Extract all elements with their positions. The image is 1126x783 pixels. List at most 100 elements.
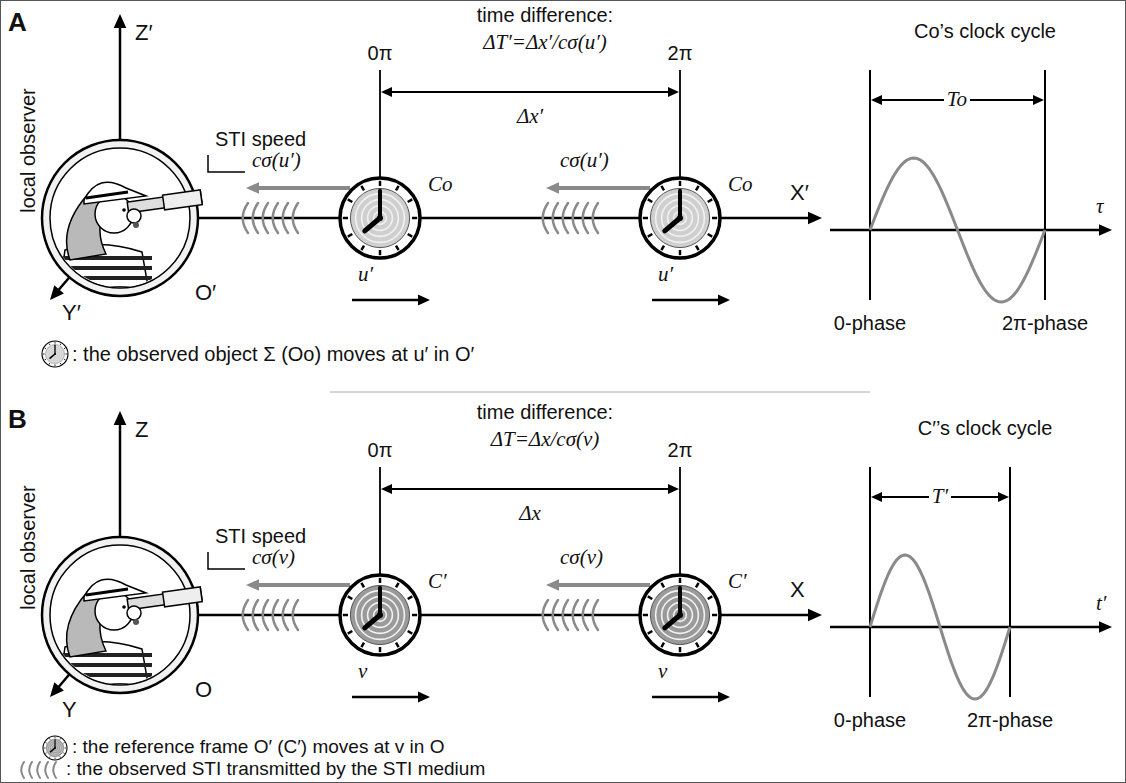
observer-label: local observer bbox=[17, 485, 40, 610]
math-label: v bbox=[358, 659, 367, 683]
axis-label: Z bbox=[135, 417, 148, 442]
sti-wave bbox=[293, 600, 298, 630]
x-axis bbox=[808, 212, 822, 225]
phase-tick bbox=[679, 467, 681, 575]
sti-wave bbox=[553, 203, 558, 233]
clock-cycle-wave bbox=[870, 158, 1045, 302]
math-label: v bbox=[658, 659, 667, 683]
time-axis bbox=[1099, 621, 1112, 633]
velocity-arrow bbox=[352, 696, 420, 699]
sti-wave bbox=[273, 203, 278, 233]
sti-wave bbox=[253, 600, 258, 630]
sti-wave bbox=[583, 203, 588, 233]
annotation-text: 0-phase bbox=[834, 312, 906, 335]
sti-wave bbox=[263, 203, 268, 233]
annotation-text: 0-phase bbox=[834, 709, 906, 732]
sti-wave bbox=[263, 600, 268, 630]
annotation-text: Co’s clock cycle bbox=[914, 20, 1056, 43]
phase-marker bbox=[869, 467, 871, 697]
panel-separator bbox=[330, 392, 870, 393]
sti-wave bbox=[553, 600, 558, 630]
annotation-text: 2π-phase bbox=[1002, 312, 1088, 335]
sti-speed-arrow bbox=[546, 579, 559, 591]
math-label: cσ(u′) bbox=[252, 148, 301, 172]
math-label: cσ(u′) bbox=[560, 148, 609, 172]
observer-figure bbox=[42, 537, 202, 695]
period-dimension bbox=[871, 95, 882, 105]
axis-label: O bbox=[195, 677, 212, 702]
sti-wave bbox=[583, 600, 588, 630]
sti-wave bbox=[283, 600, 288, 630]
legend-wave-icon bbox=[53, 762, 56, 778]
math-label: Co bbox=[728, 172, 753, 196]
annotation-text: 0π bbox=[368, 439, 393, 462]
sti-wave bbox=[573, 600, 578, 630]
velocity-arrow bbox=[418, 692, 430, 703]
observer-figure bbox=[42, 140, 202, 298]
distance-dimension bbox=[668, 87, 679, 97]
leader-bracket bbox=[208, 155, 245, 172]
annotation-text: 2π bbox=[668, 439, 693, 462]
velocity-arrow bbox=[652, 299, 720, 302]
sti-speed-arrow bbox=[556, 186, 650, 190]
math-label: τ bbox=[1096, 194, 1104, 218]
sti-speed-arrow bbox=[246, 579, 259, 591]
phase-marker bbox=[869, 70, 871, 300]
sti-wave bbox=[283, 203, 288, 233]
sti-speed-arrow bbox=[246, 182, 259, 194]
velocity-arrow bbox=[718, 295, 730, 306]
clock-symbol bbox=[340, 575, 420, 655]
annotation-text: 2π-phase bbox=[967, 709, 1053, 732]
velocity-arrow bbox=[352, 299, 420, 302]
sti-wave bbox=[273, 600, 278, 630]
time-axis bbox=[1099, 224, 1112, 236]
z-axis bbox=[114, 14, 127, 28]
math-label: Co bbox=[428, 172, 453, 196]
annotation-text: STI speed bbox=[215, 128, 306, 151]
clock-symbol bbox=[340, 178, 420, 258]
math-label: T′ bbox=[929, 484, 951, 508]
panel-letter: B bbox=[8, 405, 27, 435]
observer-label: local observer bbox=[17, 88, 40, 213]
phase-marker bbox=[1044, 70, 1046, 300]
sti-wave bbox=[243, 203, 248, 233]
panel-letter: A bbox=[8, 8, 27, 38]
math-label: cσ(v) bbox=[560, 545, 603, 569]
math-label: C′ bbox=[428, 569, 447, 593]
clock-cycle-wave bbox=[870, 555, 1010, 699]
distance-dimension bbox=[530, 91, 670, 93]
math-label: Δx′ bbox=[517, 104, 543, 128]
y-axis bbox=[50, 682, 64, 697]
annotation-text: 2π bbox=[668, 42, 693, 65]
math-label: t′ bbox=[1096, 591, 1106, 615]
sti-speed-arrow bbox=[546, 182, 559, 194]
distance-dimension bbox=[381, 87, 392, 97]
legend-wave-icon bbox=[37, 762, 40, 778]
panel-art bbox=[42, 411, 1112, 702]
math-label: ΔT=Δx/cσ(v) bbox=[491, 427, 600, 451]
math-label: u′ bbox=[658, 262, 673, 286]
phase-tick bbox=[379, 70, 381, 178]
legend-clock-icon bbox=[43, 736, 67, 760]
legend-wave-icon bbox=[45, 762, 48, 778]
sti-wave bbox=[563, 203, 568, 233]
sti-wave bbox=[593, 600, 598, 630]
math-label: C′ bbox=[728, 569, 747, 593]
axis-label: Z′ bbox=[135, 20, 153, 45]
legend-wave-icon bbox=[21, 762, 24, 778]
sti-speed-arrow bbox=[256, 583, 350, 587]
sti-wave bbox=[563, 600, 568, 630]
sti-wave bbox=[573, 203, 578, 233]
velocity-arrow bbox=[418, 295, 430, 306]
annotation-text: C′’s clock cycle bbox=[918, 417, 1053, 440]
math-label: u′ bbox=[358, 262, 373, 286]
x-axis bbox=[808, 609, 822, 622]
phase-tick bbox=[379, 467, 381, 575]
legend-clock-icon bbox=[42, 341, 68, 367]
period-dimension bbox=[998, 492, 1009, 502]
sti-wave bbox=[253, 203, 258, 233]
